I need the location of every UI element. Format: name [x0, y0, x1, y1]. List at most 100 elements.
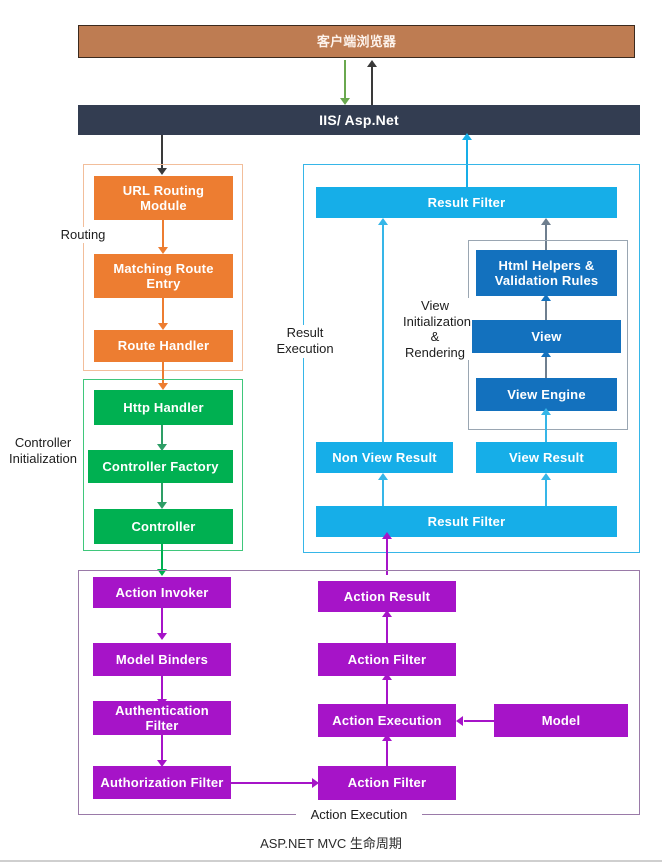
line-viewengine-to-view [545, 353, 547, 378]
view-result-label: View Result [509, 449, 584, 465]
html-helpers-validation-box: Html Helpers & Validation Rules [476, 250, 617, 296]
action-invoker-label: Action Invoker [115, 584, 209, 600]
diagram-caption: ASP.NET MVC 生命周期 [260, 836, 402, 851]
result-filter-bottom-label: Result Filter [427, 513, 506, 529]
line-modelbinders-to-authentication [161, 676, 163, 702]
model-box: Model [494, 704, 628, 737]
view-label: View [531, 328, 562, 344]
model-binders-label: Model Binders [115, 651, 209, 667]
arrow-model-to-actionexecution-head [456, 716, 463, 726]
iis-aspnet-box: IIS/ Asp.Net [78, 105, 640, 135]
controller-initialization-label-line1: Controller [14, 435, 72, 450]
iis-aspnet-label: IIS/ Asp.Net [319, 111, 399, 128]
line-controller-to-actioninvoker [161, 544, 163, 572]
html-helpers-label-line1: Html Helpers & [498, 257, 595, 273]
arrow-controller-to-actioninvoker-head [157, 569, 167, 576]
arrow-iis-to-routing-head [157, 168, 167, 175]
arrow-actioninvoker-to-modelbinders-head [157, 633, 167, 640]
line-actioninvoker-to-modelbinders [161, 608, 163, 636]
authentication-filter-label: Authentication Filter [115, 702, 209, 733]
model-binders-box: Model Binders [93, 643, 231, 676]
non-view-result-label: Non View Result [332, 449, 437, 465]
arrow-actionfilterlower-to-actionexecution-head [382, 734, 392, 741]
line-actionfilterupper-to-actionresult [386, 615, 388, 643]
view-result-box: View Result [476, 442, 617, 473]
arrow-resultfilterbottom-to-nonviewresult-head [378, 473, 388, 480]
view-init-label-line4: Rendering [405, 344, 465, 360]
matching-route-entry-label-line1: Matching Route [113, 260, 214, 276]
line-actionresult-to-resultfilterbottom [386, 537, 388, 575]
line-httphandler-to-factory [161, 425, 163, 447]
arrow-httphandler-to-factory-head [157, 444, 167, 451]
action-filter-upper-box: Action Filter [318, 643, 456, 676]
controller-initialization-label-line2: Initialization [9, 451, 77, 467]
line-matching-to-routehandler [162, 298, 164, 326]
line-resultfilter-to-iis [466, 135, 468, 187]
html-helpers-label-line2: Validation Rules [494, 273, 599, 288]
line-nonviewresult-to-resultfiltertop [382, 224, 384, 442]
view-init-label-line2: Initialization [403, 313, 471, 329]
arrow-browser-to-iis-head [340, 98, 350, 105]
view-engine-box: View Engine [476, 378, 617, 411]
action-execution-caption: Action Execution [296, 807, 422, 824]
client-browser-box: 客户端浏览器 [78, 25, 635, 58]
result-execution-label-line2: Execution [276, 341, 334, 357]
controller-factory-label: Controller Factory [102, 458, 219, 474]
controller-initialization-group-label: Controller Initialization [4, 435, 82, 468]
arrow-browser-to-iis-line [344, 60, 346, 100]
line-view-to-htmlhelpers [545, 296, 547, 320]
action-result-box: Action Result [318, 581, 456, 612]
action-filter-lower-box: Action Filter [318, 766, 456, 800]
line-viewresult-to-viewengine [545, 411, 547, 443]
view-init-label-line3: & [430, 329, 440, 345]
routing-group-label: Routing [48, 227, 118, 244]
line-resultfilterbottom-to-nonviewresult [382, 478, 384, 506]
arrow-actionexecution-to-actionfilterupper-head [382, 673, 392, 680]
line-actionexecution-to-actionfilterupper [386, 678, 388, 704]
view-box: View [472, 320, 621, 353]
action-invoker-box: Action Invoker [93, 577, 231, 608]
line-iis-to-routing [161, 135, 163, 171]
arrow-factory-to-controller-head [157, 502, 167, 509]
result-filter-top-label: Result Filter [427, 194, 506, 210]
controller-box: Controller [94, 509, 233, 544]
controller-initialization-group [83, 379, 243, 551]
arrow-url-to-matching-head [158, 247, 168, 254]
arrow-iis-to-browser-head [367, 60, 377, 67]
line-resultfilterbottom-to-viewresult [545, 478, 547, 506]
line-routehandler-to-httphandler [162, 362, 164, 386]
arrow-resultfilter-to-iis-head [462, 133, 472, 140]
authentication-filter-box: Authentication Filter [93, 701, 231, 735]
result-filter-bottom-box: Result Filter [316, 506, 617, 537]
view-initialization-group-label: View Initialization & Rendering [400, 298, 471, 361]
arrow-authorization-to-actionfilter-head [312, 778, 319, 788]
client-browser-label: 客户端浏览器 [316, 33, 397, 49]
arrow-matching-to-routehandler-head [158, 323, 168, 330]
matching-route-entry-label-line2: Entry [146, 276, 181, 291]
result-execution-group [303, 164, 640, 553]
line-htmlhelpers-to-resultfiltertop [545, 224, 547, 250]
arrow-view-to-htmlhelpers-head [541, 294, 551, 301]
http-handler-box: Http Handler [94, 390, 233, 425]
arrow-viewresult-to-viewengine-head [541, 408, 551, 415]
url-routing-module-label: URL Routing Module [122, 182, 205, 213]
route-handler-label: Route Handler [117, 338, 210, 354]
model-label: Model [541, 712, 581, 728]
view-init-label-line1: View [421, 298, 449, 313]
arrow-resultfilterbottom-to-viewresult-head [541, 473, 551, 480]
view-engine-label: View Engine [507, 386, 586, 402]
arrow-authentication-to-authorization-head [157, 760, 167, 767]
result-execution-label-line1: Result [286, 325, 324, 340]
arrow-iis-to-browser-line [371, 66, 373, 106]
action-execution-box: Action Execution [318, 704, 456, 737]
matching-route-entry-box: Matching Route Entry [94, 254, 233, 298]
arrow-viewengine-to-view-head [541, 350, 551, 357]
line-url-to-matching [162, 220, 164, 250]
line-authentication-to-authorization [161, 735, 163, 763]
action-execution-label: Action Execution [332, 712, 442, 728]
http-handler-label: Http Handler [123, 399, 204, 415]
url-routing-module-box: URL Routing Module [94, 176, 233, 220]
action-filter-upper-label: Action Filter [347, 651, 427, 667]
non-view-result-box: Non View Result [316, 442, 453, 473]
